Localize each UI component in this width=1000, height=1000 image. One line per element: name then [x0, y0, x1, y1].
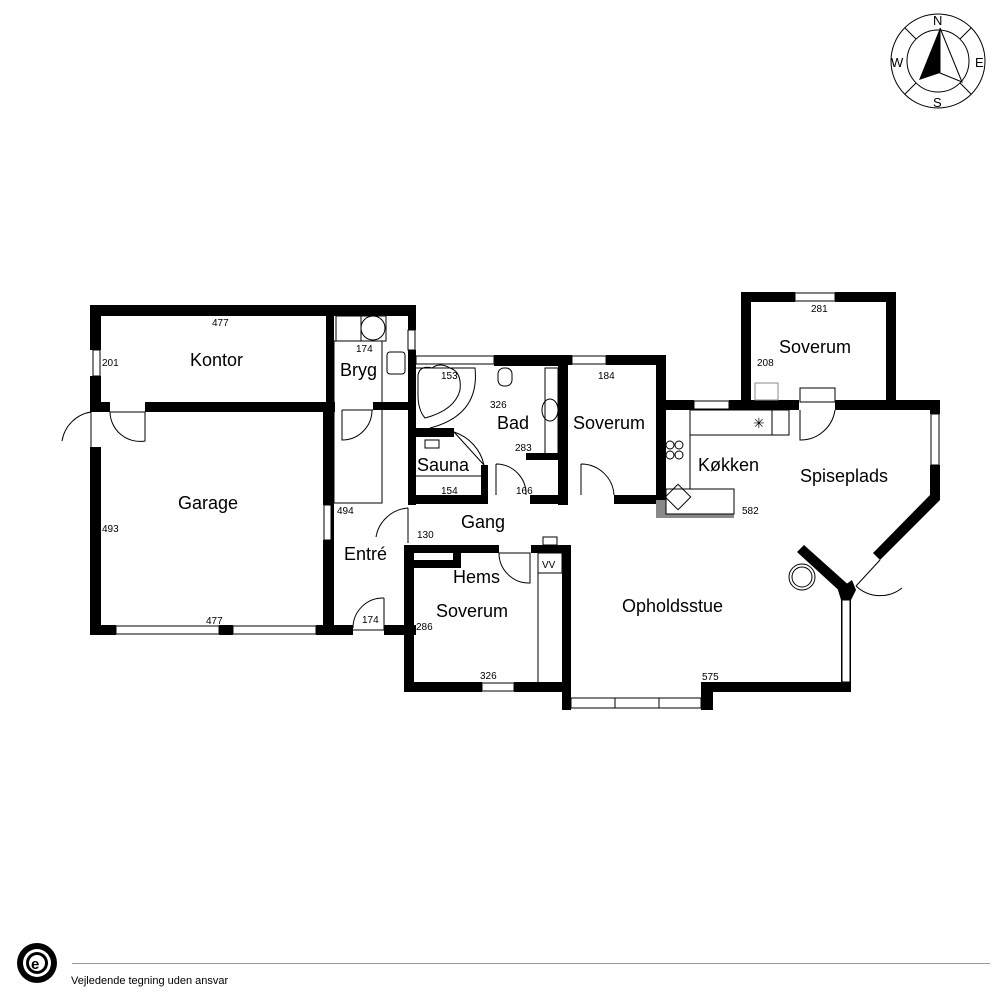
- room-kontor: Kontor: [190, 350, 243, 370]
- svg-text:166: 166: [516, 486, 533, 497]
- room-labels: Kontor Bryg Garage Entré Sauna Bad Sover…: [178, 337, 888, 621]
- svg-text:184: 184: [598, 371, 615, 382]
- compass-rose: N S E W: [890, 13, 986, 110]
- dimension-labels: 477 201 174 493 477 494 130 174 153 326 …: [102, 304, 828, 683]
- svg-text:153: 153: [441, 371, 458, 382]
- svg-text:326: 326: [490, 400, 507, 411]
- svg-text:477: 477: [206, 616, 223, 627]
- svg-text:493: 493: [102, 524, 119, 535]
- brand-logo: e: [17, 943, 57, 983]
- svg-text:154: 154: [441, 486, 458, 497]
- disclaimer-text: Vejledende tegning uden ansvar: [71, 975, 229, 987]
- room-bad: Bad: [497, 413, 529, 433]
- svg-text:283: 283: [515, 443, 532, 454]
- svg-text:575: 575: [702, 672, 719, 683]
- svg-text:326: 326: [480, 671, 497, 682]
- fixtures: ✳: [333, 315, 836, 682]
- svg-text:174: 174: [356, 344, 373, 355]
- svg-text:477: 477: [212, 318, 229, 329]
- windows: [92, 292, 940, 709]
- svg-text:494: 494: [337, 506, 354, 517]
- south-label: S: [933, 95, 942, 110]
- room-vv: VV: [542, 560, 556, 571]
- room-spiseplads: Spiseplads: [800, 466, 888, 486]
- svg-text:208: 208: [757, 358, 774, 369]
- room-opholdsstue: Opholdsstue: [622, 596, 723, 616]
- north-label: N: [933, 13, 942, 28]
- footer-divider: [72, 963, 990, 964]
- room-entre: Entré: [344, 544, 387, 564]
- room-hems: Hems: [453, 567, 500, 587]
- svg-text:201: 201: [102, 358, 119, 369]
- room-gang: Gang: [461, 512, 505, 532]
- room-soverum-1: Soverum: [573, 413, 645, 433]
- svg-text:130: 130: [417, 530, 434, 541]
- svg-text:281: 281: [811, 304, 828, 315]
- svg-text:174: 174: [362, 615, 379, 626]
- room-soverum-3: Soverum: [436, 601, 508, 621]
- room-bryg: Bryg: [340, 360, 377, 380]
- room-garage: Garage: [178, 493, 238, 513]
- svg-text:286: 286: [416, 622, 433, 633]
- room-sauna: Sauna: [417, 455, 470, 475]
- room-soverum-2: Soverum: [779, 337, 851, 357]
- svg-text:e: e: [31, 956, 39, 973]
- svg-text:582: 582: [742, 506, 759, 517]
- east-label: E: [975, 55, 984, 70]
- room-kokken: Køkken: [698, 455, 759, 475]
- svg-text:✳: ✳: [753, 416, 765, 432]
- west-label: W: [891, 55, 904, 70]
